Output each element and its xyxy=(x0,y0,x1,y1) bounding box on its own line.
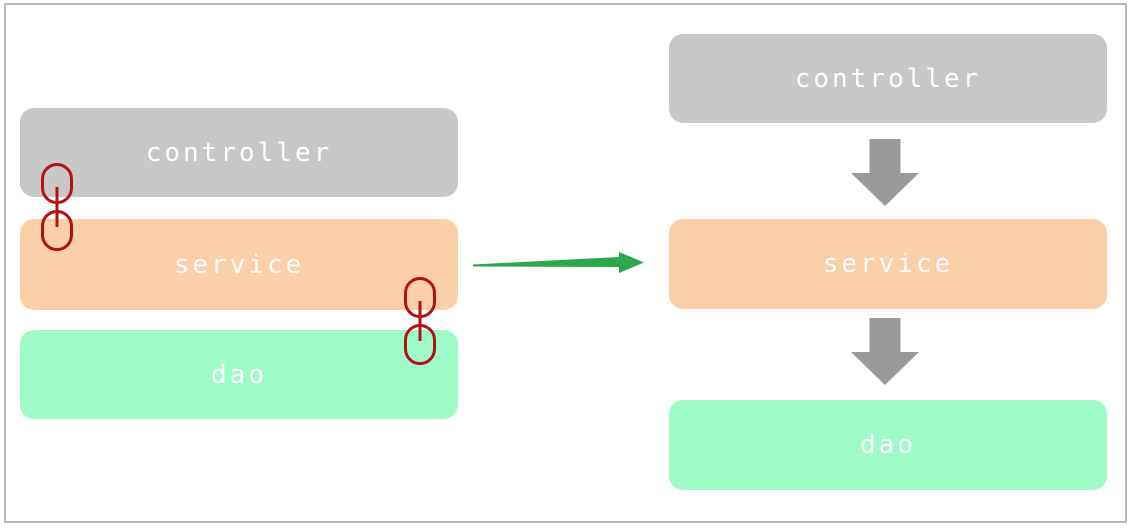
right-service-label: service xyxy=(822,249,954,279)
chain-link-icon xyxy=(41,163,73,251)
down-arrow-icon xyxy=(851,318,919,385)
right-dao-label: dao xyxy=(860,430,916,460)
right-service-box: service xyxy=(669,219,1107,309)
left-dao-box: dao xyxy=(20,330,458,419)
left-dao-label: dao xyxy=(211,359,267,390)
right-controller-box: controller xyxy=(669,34,1107,123)
left-controller-box: controller xyxy=(20,108,458,197)
chain-link-icon xyxy=(404,277,436,365)
right-arrow-icon xyxy=(473,252,644,273)
left-controller-label: controller xyxy=(145,137,333,168)
right-controller-label: controller xyxy=(794,63,982,94)
left-service-box: service xyxy=(20,219,458,310)
down-arrow-icon xyxy=(851,139,919,206)
left-service-label: service xyxy=(173,249,305,280)
right-dao-box: dao xyxy=(669,400,1107,490)
